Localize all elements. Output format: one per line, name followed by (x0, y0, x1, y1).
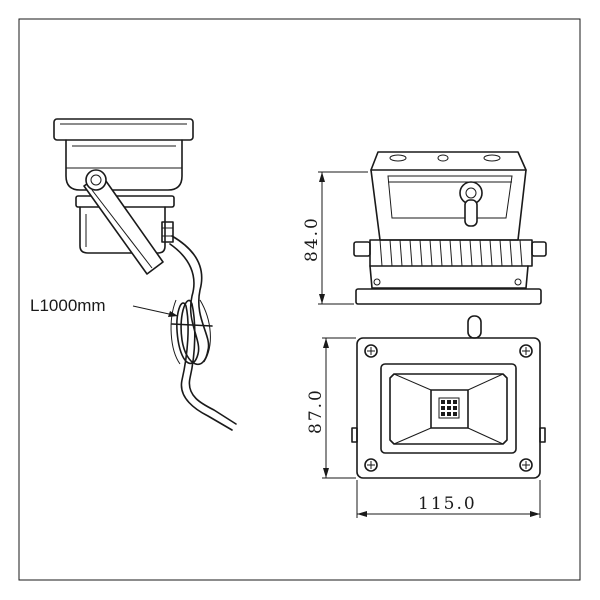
rear-width-dimension: 115.0 (356, 480, 541, 518)
rear-led-chip (430, 389, 469, 429)
front-view: 84.0 (302, 151, 547, 305)
side-cable-gland (161, 221, 174, 243)
side-cable-tie (171, 323, 213, 327)
front-housing (370, 169, 527, 241)
rear-view: 87.0 115.0 (306, 315, 546, 518)
drawing-border (18, 18, 581, 581)
rear-inner-frame (380, 363, 517, 454)
front-bottom-plate (355, 288, 542, 305)
front-side-lug-right (531, 241, 547, 257)
front-top-cover (370, 151, 527, 171)
side-bracket-box (79, 206, 166, 254)
front-height-value: 84.0 (302, 216, 322, 262)
front-knob-stem (464, 199, 478, 227)
rear-height-value: 87.0 (306, 388, 326, 434)
cable-length-label: L1000mm (30, 296, 106, 315)
rear-width-value: 115.0 (418, 494, 477, 514)
rear-led-grid (441, 400, 457, 416)
rear-outer-frame (356, 337, 541, 479)
front-height-dimension: 84.0 (302, 171, 368, 305)
front-heatsink-fins (379, 239, 523, 267)
rear-corner-screws (364, 344, 533, 472)
side-mount-plate (75, 195, 175, 208)
side-cable (171, 235, 237, 425)
rear-height-dimension: 87.0 (306, 337, 356, 479)
side-pivot-knob (85, 169, 107, 191)
side-housing (65, 139, 183, 191)
front-lower-housing (369, 265, 529, 289)
rear-knob (467, 315, 482, 339)
side-view: L1000mm (30, 118, 237, 431)
front-side-lug-left (353, 241, 371, 257)
side-cover-plate (53, 118, 194, 141)
